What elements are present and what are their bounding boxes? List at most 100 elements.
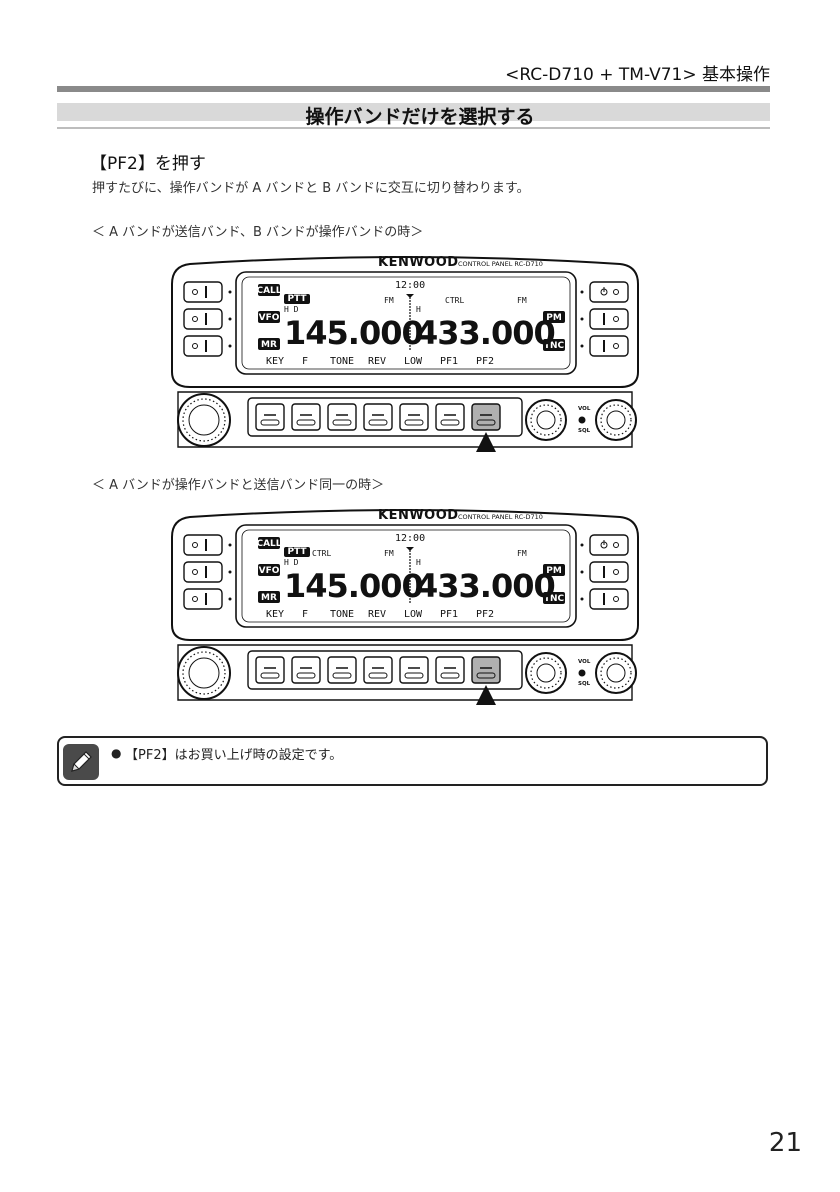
softkey-5 <box>399 403 429 431</box>
softkey-label-2: F <box>302 356 308 367</box>
band-divider-top <box>406 547 414 551</box>
softkey-3 <box>327 403 357 431</box>
softkey-pill <box>296 672 316 679</box>
band-divider-top <box>406 294 414 298</box>
page-header-title: <RC-D710 + TM-V71> 基本操作 <box>505 65 770 85</box>
figure-caption-1: ＜ A バンドが送信バンド、B バンドが操作バンドの時＞ <box>92 225 424 240</box>
mode-b: FM <box>517 296 527 305</box>
knob-b-cap <box>606 663 626 683</box>
softkey-label-5: LOW <box>404 356 423 367</box>
left-indicator <box>228 344 232 348</box>
figure-caption-2: ＜ A バンドが操作バンドと送信バンド同一の時＞ <box>92 478 385 493</box>
lcd-left-label-3: MR <box>261 593 277 603</box>
page-number: 21 <box>768 1128 802 1158</box>
ptt-indicator-box <box>284 294 310 304</box>
left-key-dot <box>192 289 198 295</box>
pointer-arrow <box>476 432 496 452</box>
mode-a: FM <box>384 296 394 305</box>
lcd-left-label-1: CALL <box>256 539 281 549</box>
tuning-knob-cap <box>188 404 220 436</box>
knob-b-cap <box>606 410 626 430</box>
lcd-left-label-2: VFO <box>259 566 280 576</box>
lcd-right-label-2: TNC <box>544 341 565 351</box>
ctrl-b: CTRL <box>445 296 464 305</box>
softkey-2 <box>291 403 321 431</box>
softkey-label-1: KEY <box>266 609 284 620</box>
lcd-screen <box>241 276 571 370</box>
lcd-left-label-1-box <box>258 284 280 296</box>
right-key-3 <box>589 335 629 357</box>
softkey-7 <box>471 403 501 431</box>
softkey-pill <box>440 419 460 426</box>
left-key-dot <box>192 343 198 349</box>
softkey-6 <box>435 656 465 684</box>
softkey-pill <box>332 672 352 679</box>
note-box: ● 【PF2】はお買い上げ時の設定です。 <box>57 736 768 786</box>
softkey-6 <box>435 403 465 431</box>
softkey-label-3: TONE <box>330 356 354 367</box>
left-indicator <box>228 290 232 294</box>
softkey-label-6: PF1 <box>440 356 458 367</box>
softkey-label-1: KEY <box>266 356 284 367</box>
freq-a: 145.000 <box>284 567 423 605</box>
section-band <box>57 103 770 121</box>
left-key-1 <box>183 281 223 303</box>
mode-a: FM <box>384 549 394 558</box>
lcd-left-label-1: CALL <box>256 286 281 296</box>
left-key-3 <box>183 588 223 610</box>
softkey-pill <box>440 672 460 679</box>
softkey-pill <box>368 672 388 679</box>
left-key-dot <box>192 596 198 602</box>
tuning-knob-cap <box>188 657 220 689</box>
right-key-dot <box>613 596 619 602</box>
lcd-left-label-2: VFO <box>259 313 280 323</box>
softkey-7 <box>471 656 501 684</box>
brand-logo: KENWOOD <box>378 508 459 523</box>
left-indicator <box>228 317 232 321</box>
right-key-dot <box>613 542 619 548</box>
ctrl-a: CTRL <box>312 549 331 558</box>
pencil-icon <box>63 744 99 780</box>
clock: 12:00 <box>395 280 425 291</box>
softkey-pill <box>476 672 496 679</box>
brand-logo: KENWOOD <box>378 255 459 270</box>
lcd-right-label-1-box <box>543 564 565 576</box>
softkey-pill <box>368 419 388 426</box>
softkey-label-4: REV <box>368 356 386 367</box>
note-bullet: ● <box>111 746 122 760</box>
right-indicator <box>580 543 584 547</box>
right-indicator <box>580 317 584 321</box>
right-key-dot <box>613 343 619 349</box>
left-indicator <box>228 597 232 601</box>
softkey-pill <box>476 419 496 426</box>
freq-b: 433.000 <box>416 314 555 352</box>
freq-a: 145.000 <box>284 314 423 352</box>
lcd-left-label-2-box <box>258 311 280 323</box>
ptt-indicator: PTT <box>287 294 307 304</box>
lcd-left-label-3-box <box>258 591 280 603</box>
left-key-1 <box>183 534 223 556</box>
model-label: CONTROL PANEL RC-D710 <box>458 513 543 521</box>
pointer-arrow <box>476 685 496 705</box>
lcd-left-label-2-box <box>258 564 280 576</box>
right-indicator <box>580 290 584 294</box>
softkey-2 <box>291 656 321 684</box>
right-key-1 <box>589 281 629 303</box>
softkey-pill <box>404 672 424 679</box>
softkey-1 <box>255 656 285 684</box>
softkey-pill <box>404 419 424 426</box>
sql-label: SQL <box>578 681 591 687</box>
softkey-label-2: F <box>302 609 308 620</box>
softkey-label-5: LOW <box>404 609 423 620</box>
left-key-dot <box>192 316 198 322</box>
softkey-3 <box>327 656 357 684</box>
right-indicator <box>580 344 584 348</box>
lcd-right-label-2: TNC <box>544 594 565 604</box>
lcd-right-label-1: PM <box>546 313 562 323</box>
left-key-dot <box>192 569 198 575</box>
lcd-left-label-3: MR <box>261 340 277 350</box>
softkey-label-7: PF2 <box>476 356 494 367</box>
clock: 12:00 <box>395 533 425 544</box>
